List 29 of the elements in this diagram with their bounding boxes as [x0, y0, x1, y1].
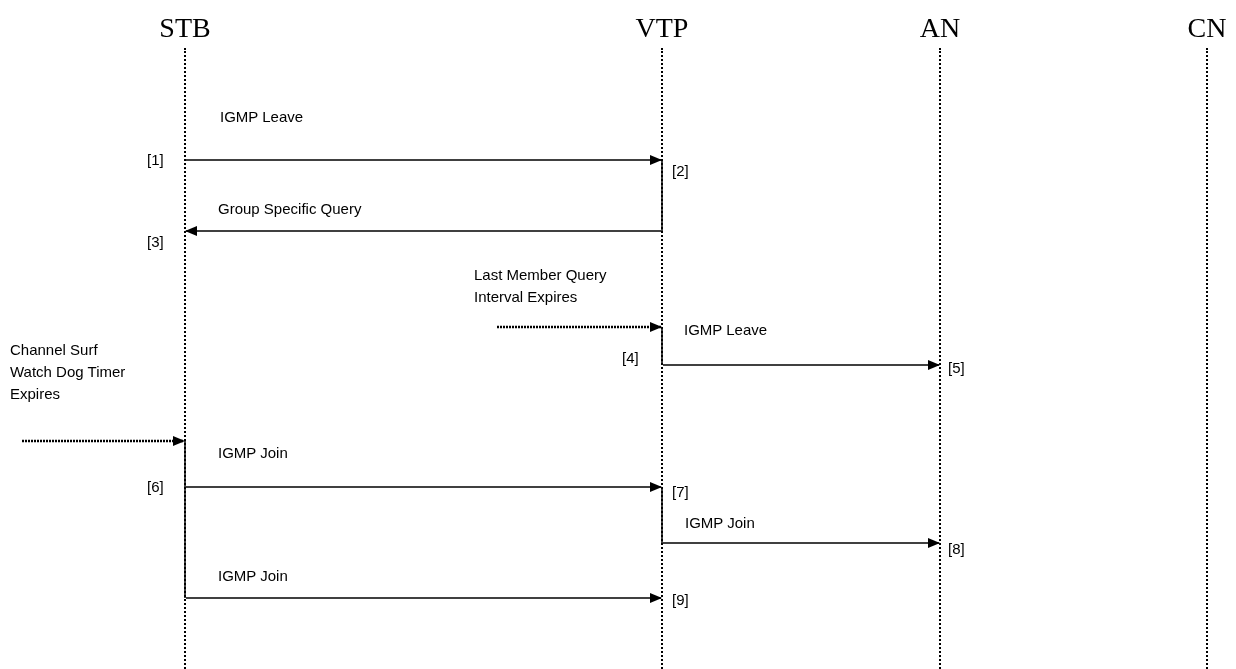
step-number: [8] — [948, 539, 965, 559]
message-label: IGMP Leave — [220, 107, 304, 127]
message-arrow — [662, 360, 940, 370]
lifeline-title: VTP — [635, 12, 689, 44]
lifeline-title: AN — [919, 12, 961, 44]
lifeline-title: STB — [159, 12, 211, 44]
message-label: IGMP Join — [218, 566, 288, 586]
dotted-arrow — [497, 322, 662, 332]
step-number: [9] — [672, 590, 689, 610]
message-arrow — [185, 226, 662, 236]
step-number: [7] — [672, 482, 689, 502]
message-arrow — [185, 593, 662, 603]
message-arrow — [185, 482, 662, 492]
step-number: [3] — [147, 232, 164, 252]
step-number: [2] — [672, 161, 689, 181]
message-label: IGMP Leave — [684, 320, 768, 340]
message-label: IGMP Join — [218, 443, 288, 463]
event-note: Last Member Query Interval Expires — [474, 264, 649, 308]
step-number: [5] — [948, 358, 965, 378]
message-arrow — [185, 155, 662, 165]
event-note: Channel Surf Watch Dog Timer Expires — [10, 339, 140, 443]
message-label: Group Specific Query — [218, 199, 362, 219]
step-number: [4] — [622, 348, 639, 368]
step-number: [1] — [147, 150, 164, 170]
lifeline-title: CN — [1187, 12, 1227, 44]
dotted-arrow — [22, 436, 185, 446]
message-label: IGMP Join — [685, 513, 755, 533]
step-number: [6] — [147, 477, 164, 497]
message-arrow — [662, 538, 940, 548]
